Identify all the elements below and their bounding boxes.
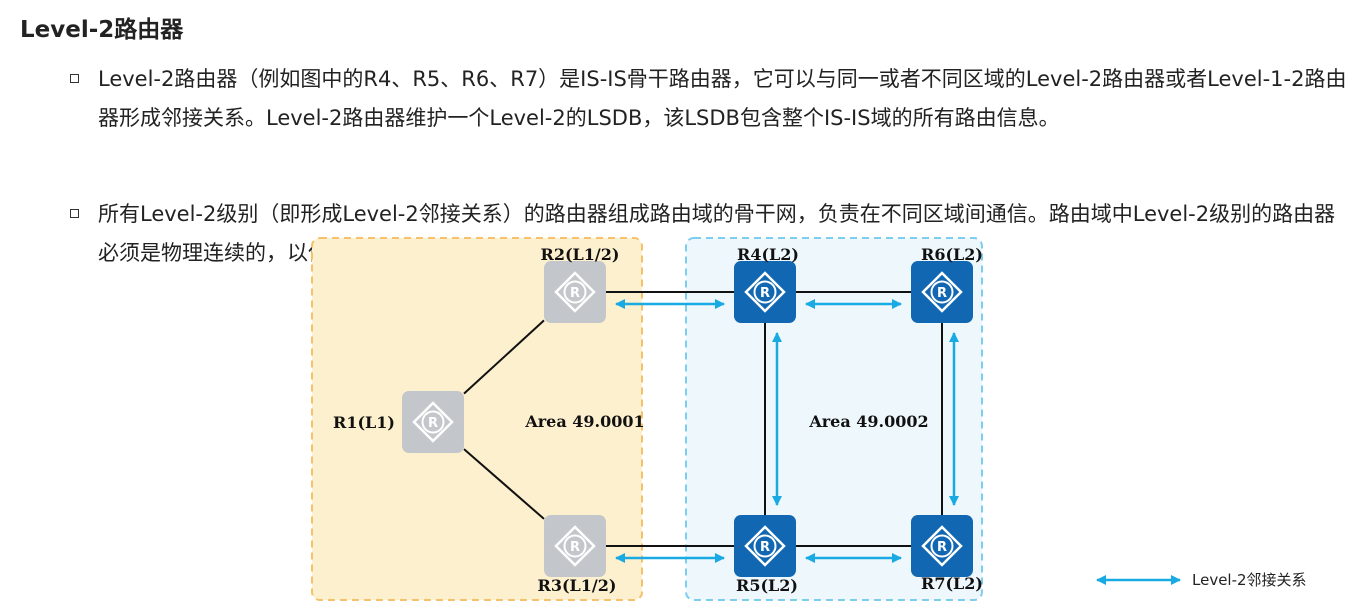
router-label: R6(L2) [921, 245, 983, 264]
svg-text:R: R [760, 540, 770, 555]
svg-text:R: R [760, 286, 770, 301]
svg-text:R: R [570, 540, 580, 555]
router-icon: R [921, 271, 963, 313]
bullet-paragraph-1: Level-2路由器（例如图中的R4、R5、R6、R7）是IS-IS骨干路由器，… [98, 67, 1347, 130]
router-label: R4(L2) [737, 245, 799, 264]
area-label: Area 49.0001 [524, 412, 644, 431]
bullet-marker [70, 209, 79, 218]
area-region [311, 237, 643, 601]
router-r7: R [911, 515, 973, 577]
router-label: R3(L1/2) [538, 576, 617, 595]
router-label: R1(L1) [333, 413, 395, 432]
router-icon: R [412, 401, 454, 443]
svg-text:R: R [937, 540, 947, 555]
router-icon: R [921, 525, 963, 567]
area-region [685, 237, 983, 601]
svg-text:R: R [428, 416, 438, 431]
router-label: R7(L2) [921, 574, 983, 593]
legend-label: Level-2邻接关系 [1192, 571, 1307, 589]
page-title: Level-2路由器 [20, 17, 184, 43]
router-r1: R [402, 391, 464, 453]
router-r3: R [544, 515, 606, 577]
link-line [463, 448, 545, 520]
router-label: R2(L1/2) [541, 245, 620, 264]
svg-text:R: R [570, 286, 580, 301]
router-icon: R [554, 525, 596, 567]
router-icon: R [744, 271, 786, 313]
bullet-marker [70, 74, 79, 83]
router-r4: R [734, 261, 796, 323]
link-line [463, 319, 545, 395]
router-r2: R [544, 261, 606, 323]
router-r5: R [734, 515, 796, 577]
router-icon: R [554, 271, 596, 313]
area-label: Area 49.0002 [808, 412, 928, 431]
svg-text:R: R [937, 286, 947, 301]
router-r6: R [911, 261, 973, 323]
router-icon: R [744, 525, 786, 567]
legend: Level-2邻接关系 [1096, 571, 1307, 589]
router-label: R5(L2) [736, 576, 798, 595]
